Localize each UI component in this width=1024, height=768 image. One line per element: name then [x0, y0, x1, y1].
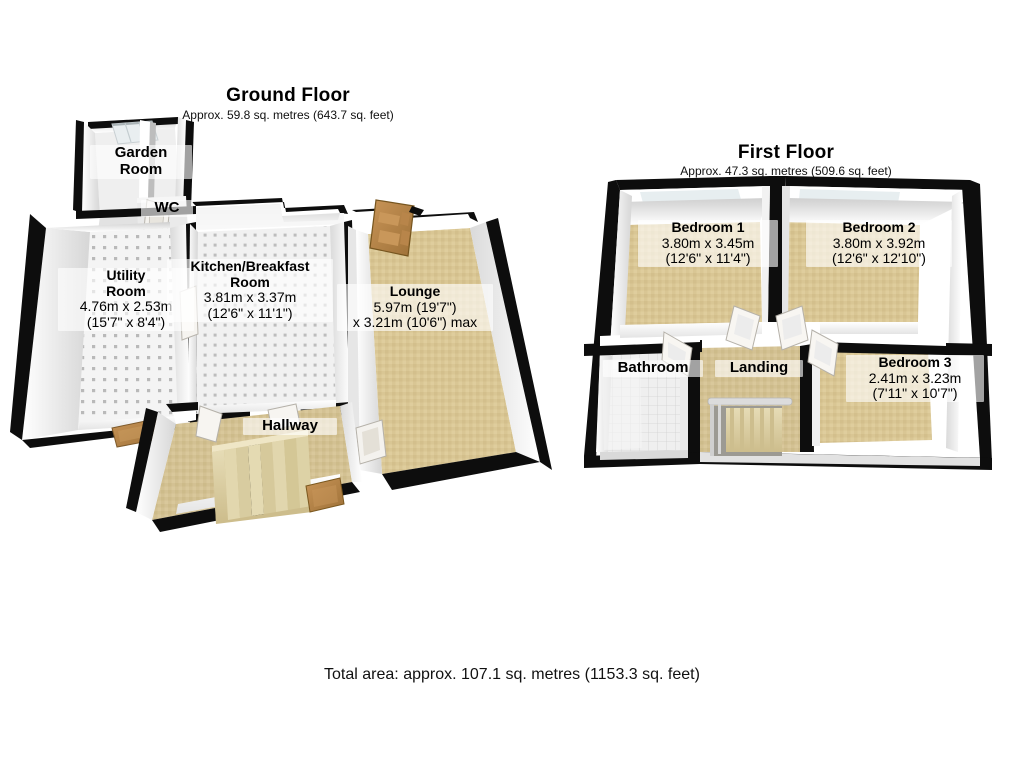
room-name: Garden: [114, 144, 168, 161]
room-label-lounge: Lounge 5.97m (19'7") x 3.21m (10'6") max: [337, 283, 493, 332]
total-area-text: Total area: approx. 107.1 sq. metres (11…: [324, 666, 700, 683]
room-name: Bathroom: [617, 359, 689, 376]
room-name: Landing: [729, 359, 789, 376]
room-name-line2: Room: [119, 160, 163, 178]
room-label-kitchen-breakfast-room: Kitchen/Breakfast Room 3.81m x 3.37m (12…: [167, 258, 333, 322]
room-dimensions-imperial: (12'6" x 12'10"): [832, 250, 926, 267]
room-label-hallway: Hallway: [243, 417, 337, 435]
room-label-bedroom-3: Bedroom 3 2.41m x 3.23m (7'11" x 10'7"): [846, 354, 984, 403]
room-dimensions-metric: 3.80m x 3.92m: [832, 234, 926, 251]
first-floor-subtitle: Approx. 47.3 sq. metres (509.6 sq. feet): [680, 164, 892, 178]
first-floor-title: First Floor: [737, 142, 835, 163]
room-name: Lounge: [389, 283, 441, 299]
room-dimensions-metric: 3.80m x 3.45m: [661, 234, 755, 251]
room-label-wc: WC: [141, 199, 193, 217]
room-dimensions-metric: 3.81m x 3.37m: [203, 289, 297, 306]
room-dimensions-imperial: (12'6" x 11'4"): [665, 250, 751, 267]
ground-floor-title: Ground Floor: [226, 85, 350, 106]
room-name-line2: Room: [230, 273, 270, 290]
room-name: Bedroom 1: [671, 219, 745, 235]
room-label-bathroom: Bathroom: [603, 359, 703, 377]
room-label-bedroom-1: Bedroom 1 3.80m x 3.45m (12'6" x 11'4"): [638, 219, 778, 268]
room-name: WC: [154, 199, 180, 216]
room-dimensions-metric: 4.76m x 2.53m: [79, 298, 173, 315]
room-dimensions-metric: 5.97m (19'7"): [373, 298, 457, 315]
ground-floor-staircase: [212, 430, 312, 524]
room-name: Bedroom 3: [878, 354, 952, 370]
room-dimensions-imperial: (7'11" x 10'7"): [872, 385, 958, 402]
first-floor-staircase: [707, 397, 793, 456]
room-name: Bedroom 2: [842, 219, 916, 235]
room-dimensions-imperial: (12'6" x 11'1"): [207, 305, 293, 322]
room-name: Hallway: [262, 417, 318, 434]
room-name-line2: Room: [106, 282, 146, 299]
room-dimensions-imperial: x 3.21m (10'6") max: [352, 314, 478, 331]
room-dimensions-metric: 2.41m x 3.23m: [868, 369, 962, 386]
ground-floor-subtitle: Approx. 59.8 sq. metres (643.7 sq. feet): [182, 108, 394, 122]
room-dimensions-imperial: (15'7" x 8'4"): [86, 314, 166, 331]
room-label-bedroom-2: Bedroom 2 3.80m x 3.92m (12'6" x 12'10"): [806, 219, 952, 268]
room-label-landing: Landing: [715, 359, 803, 377]
room-name: Kitchen/Breakfast: [190, 258, 310, 274]
room-label-garden-room: Garden Room: [90, 144, 192, 179]
room-name: Utility: [106, 267, 146, 283]
